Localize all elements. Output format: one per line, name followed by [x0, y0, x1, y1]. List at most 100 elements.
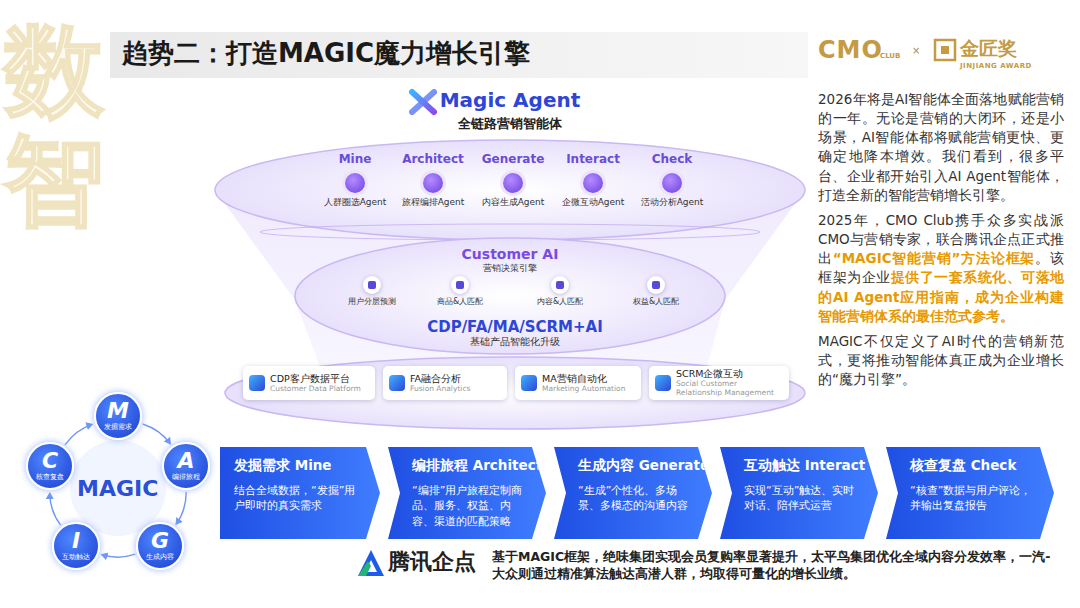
decision-item: 权益&人匹配: [616, 276, 696, 310]
product-icon: [249, 375, 265, 391]
product-box: SCRM企微互动Social Customer Relationship Man…: [649, 366, 789, 400]
paragraph: MAGIC不仅定义了AI时代的营销新范式，更将推动智能体真正成为企业增长的“魔力…: [818, 332, 1064, 389]
logo-text: CMO: [818, 36, 883, 64]
logo-text: 金匠奖: [960, 36, 1017, 62]
base-layer-ring: [225, 357, 805, 429]
cycle-arrow: [143, 424, 171, 444]
agent-icon: [662, 173, 682, 193]
text-column: SCRM企微互动Social Customer Relationship Man…: [676, 368, 783, 397]
cmo-logo-mark: [935, 40, 955, 60]
node-text: Fusion Analytics: [410, 385, 470, 394]
agent-stage: Check 活动分析Agent: [634, 152, 710, 218]
node-heading: CDP客户数据平台: [270, 373, 361, 385]
decision-icon: [451, 276, 469, 294]
step-chevron: 编排旅程 Architect “编排”用户旅程定制商品、服务、权益、内容、渠道的匹…: [388, 447, 546, 539]
node-heading: 内容&人匹配: [537, 297, 583, 307]
node-text: “生成”个性化、多场景、多模态的沟通内容: [578, 483, 692, 515]
node-text: 互动触达: [62, 553, 90, 561]
paragraph: 2026年将是AI智能体全面落地赋能营销的一年。无论是营销的大闭环，还是小场景，…: [818, 90, 1064, 205]
magic-ring-glow: [70, 440, 166, 536]
title: 趋势二：打造MAGIC魔力增长引擎: [122, 37, 530, 71]
node-text: Marketing Automation: [542, 385, 625, 394]
paragraph-text: 2026年将是AI智能体全面落地赋能营销的一年。无论是营销的大闭环，还是小场景，…: [818, 91, 1064, 203]
highlight-text: “MAGIC智能营销”方法论框架: [833, 250, 1035, 266]
cycle-arrow: [65, 424, 92, 445]
step-chevron: 生成内容 Generate“生成”个性化、多场景、多模态的沟通内容: [554, 447, 712, 539]
node-text: “编排”用户旅程定制商品、服务、权益、内容、渠道的匹配策略: [412, 483, 526, 531]
node-text: 生成内容: [146, 553, 174, 561]
tencent-logo-mark: [358, 550, 384, 576]
product-icon: [389, 375, 405, 391]
node-heading: CDP/FA/MA/SCRM+AI: [427, 318, 603, 336]
agent-layer: Magic Agent 全链路营销智能体 Mine 人群圈选Agent Architec…: [215, 86, 805, 236]
node-heading: C: [42, 450, 58, 472]
step-chevron: 互动触达 Interact实现“互动”触达、实时对话、陪伴式运营: [720, 447, 878, 539]
node-text: 活动分析Agent: [641, 197, 704, 209]
agent-icon: [345, 173, 365, 193]
icon-glyph: [456, 281, 464, 289]
product-box: MA营销自动化Marketing Automation: [515, 366, 641, 400]
node-heading: 商品&人匹配: [437, 297, 483, 307]
top-layer-ring: [215, 140, 805, 240]
decision-icon: [647, 276, 665, 294]
cycle-center: MAGIC: [77, 476, 158, 501]
icon-glyph: [368, 281, 376, 289]
node-text: 核查复盘: [36, 473, 64, 481]
text-column: MA营销自动化Marketing Automation: [542, 373, 625, 394]
node-heading: Generate: [482, 152, 545, 168]
node-heading: I: [72, 530, 80, 552]
decision-item: 用户分层预测: [332, 276, 412, 310]
decision-item: 内容&人匹配: [520, 276, 600, 310]
icon-glyph: [556, 281, 564, 289]
mid-layer-ring: [295, 238, 725, 354]
agent-icon: [583, 173, 603, 193]
watermark: 数智: [4, 16, 104, 236]
product-icon: [521, 375, 537, 391]
step-chevron: 发掘需求 Mine结合全域数据，“发掘”用户即时的真实需求: [220, 447, 380, 539]
node-text: Customer Data Platform: [270, 385, 361, 394]
node-heading: Check: [652, 152, 693, 168]
step-chevron: 核查复盘 Check “核查”数据与用户评论，并输出复盘报告: [886, 447, 1054, 539]
node-heading: FA融合分析: [410, 373, 470, 385]
paragraph-text: MAGIC不仅定义了AI时代的营销新范式，更将推动智能体真正成为企业增长的“魔力…: [818, 333, 1064, 387]
node-text: 发掘需求: [104, 423, 132, 431]
agent-stage: Mine 人群圈选Agent: [317, 152, 393, 218]
cycle-circle: M发掘需求: [94, 392, 142, 440]
agent-stage: Interact企微互动Agent: [555, 152, 631, 218]
node-heading: A: [177, 450, 194, 472]
node-heading: Magic Agent: [440, 88, 581, 112]
cycle-arrow: [102, 554, 136, 557]
cycle-circle: A编排旅程: [162, 442, 210, 490]
product-icon: [655, 375, 671, 391]
node-heading: SCRM企微互动: [676, 368, 783, 380]
node-heading: M: [107, 400, 129, 422]
agent-stage: Architect旅程编排Agent: [395, 152, 471, 218]
node-text: 人群圈选Agent: [324, 197, 387, 209]
brand-name: 腾讯企点: [388, 547, 476, 577]
node-text: 基础产品智能化升级: [470, 336, 560, 348]
node-heading: 编排旅程 Architect: [412, 457, 526, 475]
node-heading: 权益&人匹配: [633, 297, 679, 307]
cycle-circle: G生成内容: [136, 522, 184, 570]
node-heading: 互动触达 Interact: [744, 457, 858, 475]
node-text: 全链路营销智能体: [458, 116, 562, 132]
node-text: “核查”数据与用户评论，并输出复盘报告: [910, 483, 1034, 515]
node-text: 内容生成Agent: [482, 197, 545, 209]
cycle-circle: I互动触达: [52, 522, 100, 570]
node-heading: Customer AI: [462, 246, 559, 263]
node-text: Social Customer Relationship Management: [676, 380, 783, 397]
node-text: 结合全域数据，“发掘”用户即时的真实需求: [234, 483, 360, 515]
node-heading: 核查复盘 Check: [910, 457, 1034, 475]
logo-text: CLUB: [880, 52, 900, 60]
cycle-arrow: [176, 492, 186, 524]
node-text: 营销决策引擎: [483, 263, 537, 274]
node-heading: Interact: [566, 152, 620, 168]
text-column: FA融合分析Fusion Analytics: [410, 373, 470, 394]
logo-text: ×: [912, 45, 920, 56]
side-text: 2026年将是AI智能体全面落地赋能营销的一年。无论是营销的大闭环，还是小场景，…: [818, 90, 1064, 395]
decision-icon: [363, 276, 381, 294]
base-layer: CDP/FA/MA/SCRM+AI基础产品智能化升级 CDP客户数据平台Custo…: [225, 318, 805, 432]
node-heading: Mine: [339, 152, 372, 168]
product-box: FA融合分析Fusion Analytics: [383, 366, 507, 400]
node-heading: G: [151, 530, 169, 552]
